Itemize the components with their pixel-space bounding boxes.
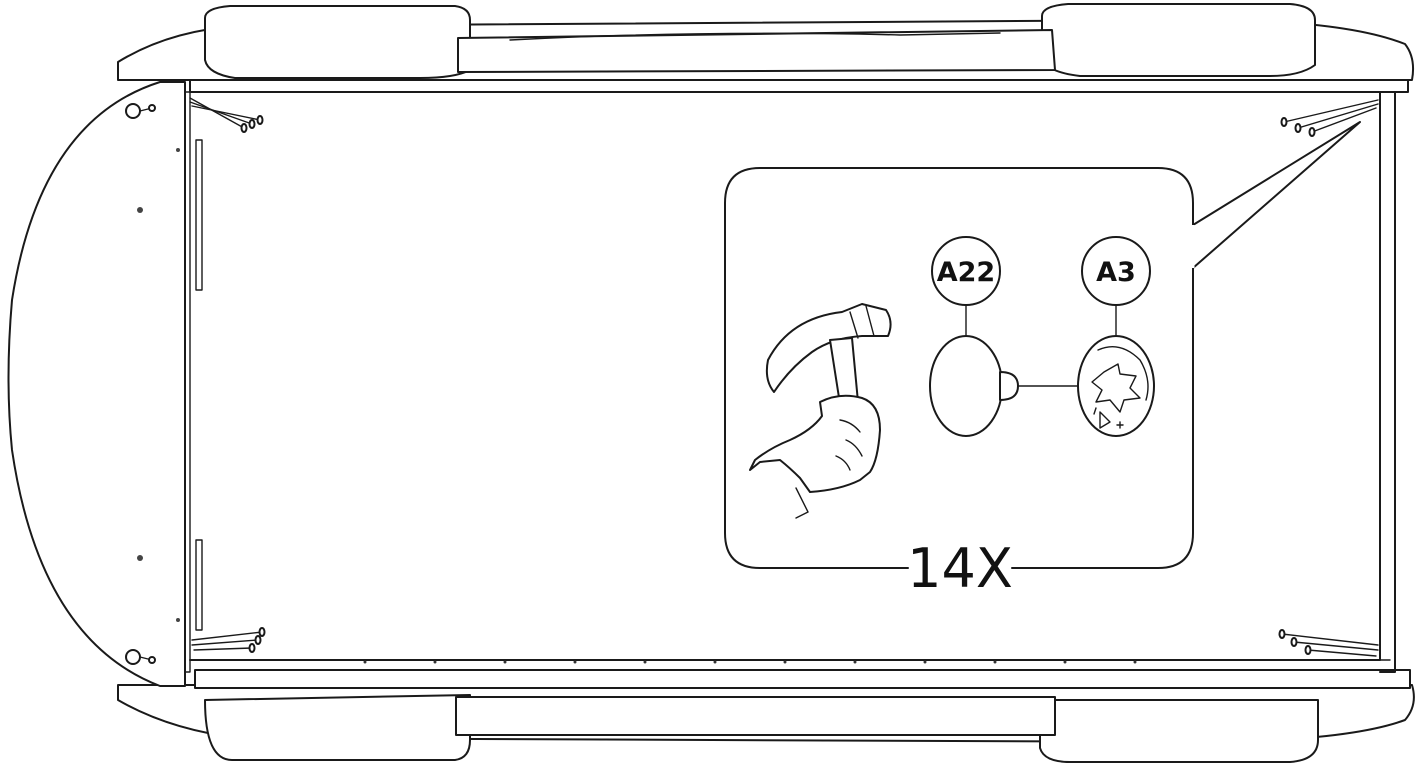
callout-box bbox=[724, 121, 1361, 569]
bed-frame bbox=[189, 91, 1396, 673]
part-label-a22: A22 bbox=[937, 257, 995, 288]
part-badge-a3: A3 bbox=[1081, 236, 1151, 339]
quantity-label: 14X bbox=[907, 537, 1013, 600]
nails-top-right bbox=[1280, 99, 1379, 137]
hammer-in-hand-icon bbox=[749, 303, 892, 519]
nail-head-icon bbox=[929, 335, 1091, 437]
cam-lock-icon bbox=[1077, 335, 1155, 437]
nails-bottom-right bbox=[1278, 629, 1379, 657]
bottom-bumper bbox=[117, 659, 1415, 763]
part-label-a3: A3 bbox=[1096, 257, 1136, 288]
front-panel bbox=[7, 81, 203, 687]
top-bumper bbox=[117, 3, 1415, 93]
part-badge-a22: A22 bbox=[931, 236, 1001, 339]
nails-bottom-left bbox=[191, 627, 266, 653]
nails-top-left bbox=[189, 97, 264, 133]
